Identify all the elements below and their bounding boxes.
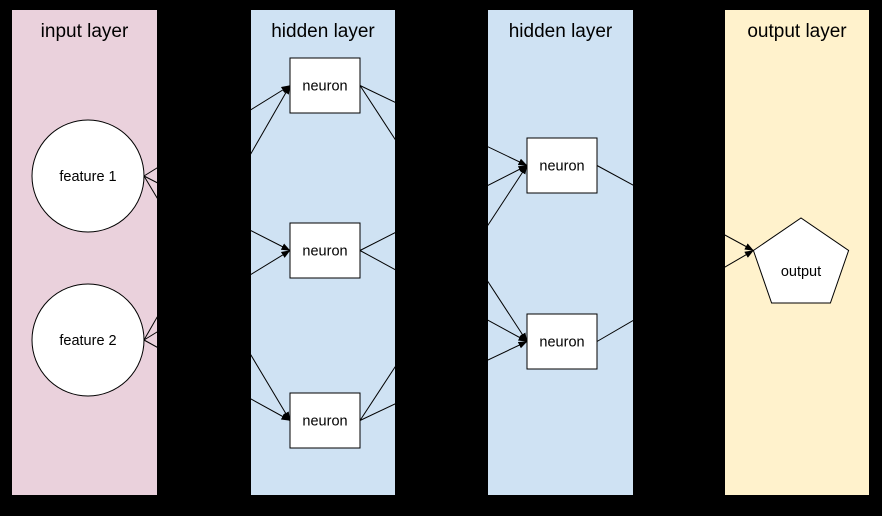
hidden-layer-1-title: hidden layer [271,21,375,42]
node-feature-2-label: feature 2 [59,333,116,349]
edge-feature-2-to-h1-neuron-3 [143,339,291,421]
edge-feature-2-to-h1-neuron-2 [143,250,291,341]
node-h1-neuron-2 [289,222,361,279]
node-h2-neuron-1-label: neuron [539,159,584,175]
node-h1-neuron-1 [289,57,361,114]
edge-feature-1-to-h1-neuron-1 [143,85,291,177]
edge-h1-neuron-2-to-h2-neuron-1 [359,165,528,251]
edge-h1-neuron-3-to-h2-neuron-1 [359,165,528,421]
layer-hidden-layer-2 [488,10,633,495]
node-feature-1 [31,119,145,233]
node-h2-neuron-1 [526,137,598,194]
edge-h1-neuron-1-to-h2-neuron-1 [359,85,528,166]
node-h2-neuron-2-label: neuron [539,335,584,351]
layer-input-layer [12,10,157,495]
node-h2-neuron-2 [526,313,598,370]
output-layer-title: output layer [747,21,847,42]
edge-feature-2-to-h1-neuron-1 [143,85,291,341]
edge-feature-1-to-h1-neuron-3 [143,175,291,421]
edge-h1-neuron-3-to-h2-neuron-2 [359,341,528,421]
node-h1-neuron-1-label: neuron [302,79,347,95]
edge-h2-neuron-1-to-output [596,165,754,251]
node-feature-1-label: feature 1 [59,169,116,185]
node-output [752,217,850,304]
edge-h1-neuron-1-to-h2-neuron-2 [359,85,528,342]
hidden-layer-2-title: hidden layer [509,21,613,42]
node-feature-2 [31,283,145,397]
edge-h2-neuron-2-to-output [596,250,754,342]
input-layer-title: input layer [41,21,129,42]
node-output-label: output [781,264,821,280]
node-h1-neuron-3 [289,392,361,449]
node-h1-neuron-2-label: neuron [302,244,347,260]
edge-h1-neuron-2-to-h2-neuron-2 [359,250,528,342]
node-h1-neuron-3-label: neuron [302,414,347,430]
